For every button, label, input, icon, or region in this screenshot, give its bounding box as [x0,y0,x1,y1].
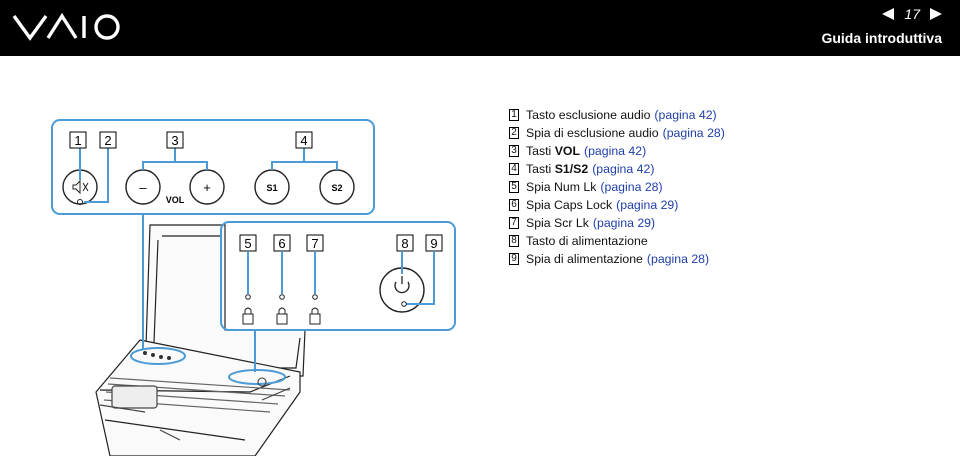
callout-7: 7 [311,236,318,251]
legend-number: 5 [509,181,519,193]
legend-number: 7 [509,217,519,229]
next-page-icon[interactable] [930,8,942,20]
num-lock-icon [242,307,254,325]
legend-text: Spia Scr Lk [526,216,589,230]
legend-text: Spia Num Lk [526,180,597,194]
legend-list: 1 Tasto esclusione audio (pagina 42) 2 S… [509,106,725,268]
legend-text: Tasti [526,144,555,158]
callout-3: 3 [171,133,178,148]
laptop-drawing [95,224,306,457]
s1-label: S1 [266,183,277,193]
legend-number: 6 [509,199,519,211]
legend-number: 1 [509,109,519,121]
vaio-logo-icon [12,12,120,41]
vol-label: VOL [166,195,185,205]
legend-number: 8 [509,235,519,247]
page-link[interactable]: (pagina 42) [654,108,717,122]
legend-item: 1 Tasto esclusione audio (pagina 42) [509,106,725,124]
legend-text: Spia di alimentazione [526,252,643,266]
page-link[interactable]: (pagina 28) [646,252,710,266]
previous-page-icon[interactable] [882,8,895,20]
power-area-highlight [228,369,286,385]
indicators-callout [220,221,456,331]
legend-bold-text: S1/S2 [554,162,589,176]
legend-text: Spia Caps Lock [526,198,613,212]
page-link[interactable]: (pagina 28) [600,180,663,194]
scroll-lock-icon [309,307,321,325]
page-navigation: 17 [882,6,942,22]
legend-number: 3 [509,145,519,157]
minus-label: – [139,180,147,195]
mute-icon [72,179,89,195]
legend-item: 9 Spia di alimentazione (pagina 28) [509,250,725,268]
legend-text: Tasti [526,162,555,176]
callout-4: 4 [300,133,307,148]
callout-1: 1 [74,133,81,148]
legend-item: 6 Spia Caps Lock (pagina 29) [509,196,725,214]
s2-label: S2 [331,183,342,193]
laptop-diagram: 1 2 3 4 – + VOL S1 S2 5 6 7 8 9 [51,119,456,457]
vaio-logo[interactable] [12,12,124,47]
legend-item: 3 Tasti VOL (pagina 42) [509,142,725,160]
page-number: 17 [904,6,920,22]
legend-bold-text: VOL [554,144,580,158]
legend-number: 9 [509,253,519,265]
laptop-illustration: 1 2 3 4 – + VOL S1 S2 5 6 7 8 9 [0,56,500,457]
page-link[interactable]: (pagina 29) [616,198,679,212]
plus-label: + [203,180,211,195]
callout-9: 9 [430,236,437,251]
legend-item: 2 Spia di esclusione audio (pagina 28) [509,124,725,142]
media-buttons-callout [51,119,375,215]
callout-2: 2 [104,133,111,148]
header-bar: 17 Guida introduttiva [0,0,960,56]
legend-text: Tasto esclusione audio [526,108,651,122]
legend-item: 4 Tasti S1/S2 (pagina 42) [509,160,725,178]
page-link[interactable]: (pagina 29) [592,216,656,230]
power-icon [394,276,410,294]
callout-8: 8 [401,236,408,251]
legend-item: 5 Spia Num Lk (pagina 28) [509,178,725,196]
media-buttons-highlight [130,347,186,365]
legend-item: 7 Spia Scr Lk (pagina 29) [509,214,725,232]
legend-text: Tasto di alimentazione [526,234,648,248]
page-link[interactable]: (pagina 42) [592,162,655,176]
caps-lock-icon [276,307,288,325]
legend-number: 2 [509,127,519,139]
page-link[interactable]: (pagina 28) [662,126,725,140]
legend-item: 8 Tasto di alimentazione [509,232,725,250]
callout-6: 6 [278,236,285,251]
page-link[interactable]: (pagina 42) [583,144,647,158]
section-title: Guida introduttiva [821,30,942,46]
legend-number: 4 [509,163,519,175]
legend-text: Spia di esclusione audio [526,126,659,140]
callout-5: 5 [244,236,251,251]
